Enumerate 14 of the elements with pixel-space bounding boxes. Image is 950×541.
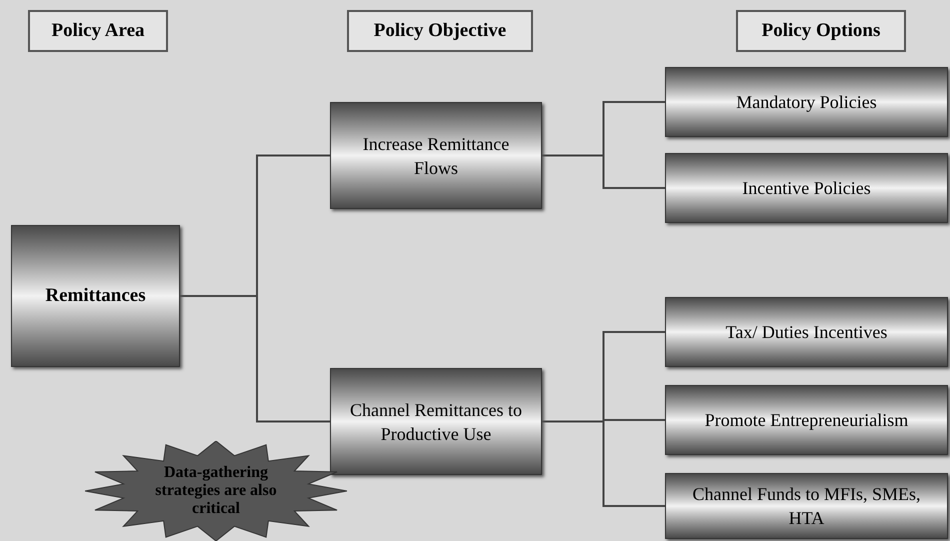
- area-box: Remittances: [11, 225, 180, 367]
- gradient-box: Increase Remittance Flows: [330, 102, 542, 209]
- starburst-callout: Data-gathering strategies are also critical: [85, 441, 347, 541]
- gradient-box: Promote Entrepreneurialism: [665, 385, 948, 455]
- gradient-box: Mandatory Policies: [665, 67, 948, 137]
- gradient-box: Channel Funds to MFIs, SMEs, HTA: [665, 473, 948, 539]
- column-header: Policy Options: [736, 10, 906, 52]
- column-header: Policy Area: [28, 10, 168, 52]
- connector-line: [542, 420, 665, 507]
- gradient-box: Channel Remittances to Productive Use: [330, 368, 542, 475]
- connector-line: [180, 295, 330, 422]
- column-header: Policy Objective: [347, 10, 533, 52]
- gradient-box: Tax/ Duties Incentives: [665, 297, 948, 367]
- gradient-box: Incentive Policies: [665, 153, 948, 223]
